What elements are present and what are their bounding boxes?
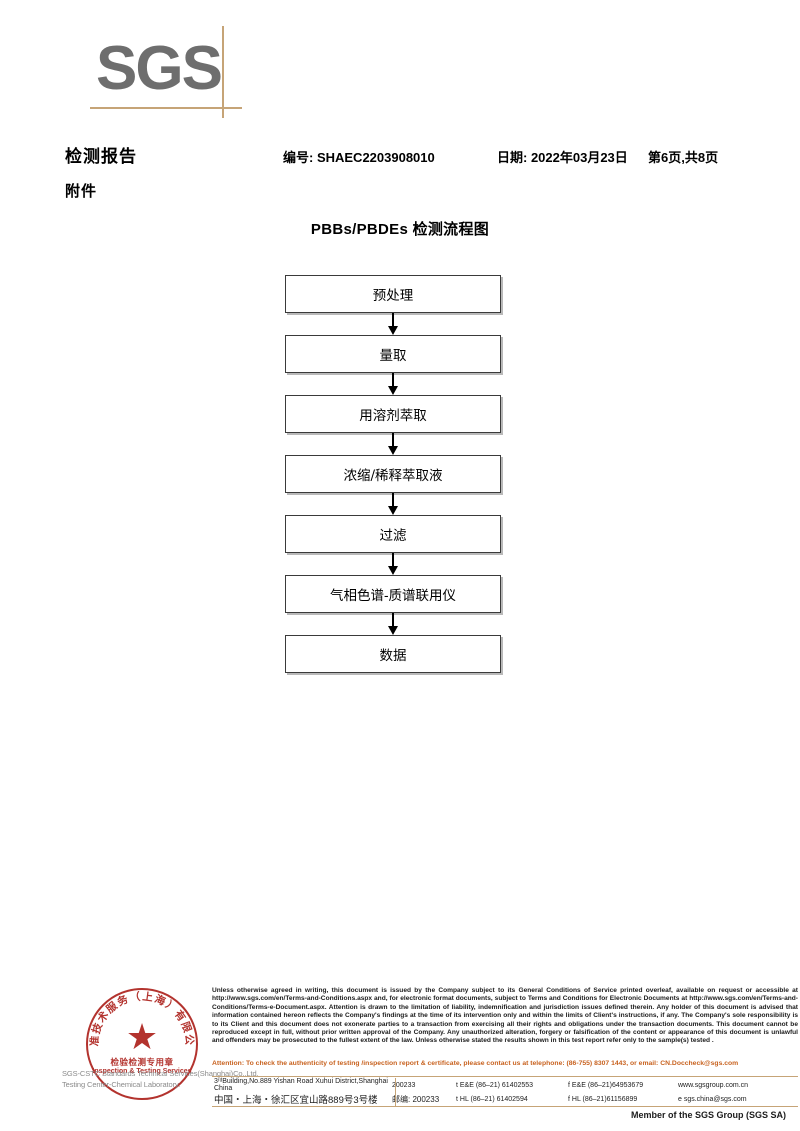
flow-step-data: 数据 xyxy=(285,635,501,673)
footer-website: www.sgsgroup.com.cn xyxy=(678,1081,749,1089)
footer-fax-ee: f E&E (86–21)64953679 xyxy=(568,1081,644,1089)
footer-attention: Attention: To check the authenticity of … xyxy=(212,1060,739,1067)
footer-divider-bottom xyxy=(212,1106,798,1107)
flow-step-concentrate-dilute: 浓缩/稀释萃取液 xyxy=(285,455,501,493)
seal-star-icon: ★ xyxy=(125,1016,159,1057)
footer-zip-en: 200233 xyxy=(392,1081,416,1089)
flow-step-filter: 过滤 xyxy=(285,515,501,553)
flow-arrow-6 xyxy=(285,613,501,635)
flow-step-gcms: 气相色谱-质谱联用仪 xyxy=(285,575,501,613)
footer-address-cn: 中国・上海・徐汇区宜山路889号3号楼 xyxy=(214,1095,378,1106)
footer-terms: Unless otherwise agreed in writing, this… xyxy=(212,987,798,1045)
flow-arrow-3 xyxy=(285,433,501,455)
seal-ring-text: 标准技术服务（上海）有限公司 xyxy=(86,988,194,1047)
footer-fax-hl: f HL (86–21)61156899 xyxy=(568,1095,638,1103)
footer-address-row-cn: 中国・上海・徐汇区宜山路889号3号楼 邮编: 200233 t HL (86–… xyxy=(214,1092,800,1107)
flow-arrow-4 xyxy=(285,493,501,515)
flow-arrow-1 xyxy=(285,313,501,335)
flow-step-pretreatment: 预处理 xyxy=(285,275,501,313)
footer-divider-top xyxy=(212,1076,798,1077)
footer-zip-cn: 邮编: 200233 xyxy=(392,1094,440,1104)
footer-tel-hl: t HL (86–21) 61402594 xyxy=(456,1095,528,1103)
page-title: 检测报告 xyxy=(65,147,137,166)
footer-email: e sgs.china@sgs.com xyxy=(678,1095,747,1103)
logo-horizontal-rule xyxy=(90,107,242,109)
flowchart-title: PBBs/PBDEs 检测流程图 xyxy=(310,221,490,238)
attachment-label: 附件 xyxy=(65,183,98,200)
footer-address-row-en: 3ʳᵈBuilding,No.889 Yishan Road Xuhui Dis… xyxy=(214,1078,800,1092)
report-number: 编号: SHAEC2203908010 xyxy=(283,150,435,165)
flow-arrow-2 xyxy=(285,373,501,395)
sgs-logo: SGS xyxy=(90,26,246,118)
footer-member-line: Member of the SGS Group (SGS SA) xyxy=(630,1110,786,1120)
report-date: 日期: 2022年03月23日 xyxy=(497,150,628,165)
seal-ring xyxy=(86,988,198,1100)
flow-step-solvent-extraction: 用溶剂萃取 xyxy=(285,395,501,433)
footer-vertical-rule xyxy=(395,1078,396,1107)
footer-address-en: 3ʳᵈBuilding,No.889 Yishan Road Xuhui Dis… xyxy=(214,1078,388,1092)
logo-vertical-rule xyxy=(222,26,224,118)
seal-center-en: Inspection & Testing Services xyxy=(92,1068,192,1075)
company-seal: 标准技术服务（上海）有限公司 ★ 检验检测专用章 Inspection & Te… xyxy=(86,988,198,1100)
footer-tel-ee: t E&E (86–21) 61402553 xyxy=(456,1081,534,1089)
page-indicator: 第6页,共8页 xyxy=(648,150,719,165)
flow-step-measure: 量取 xyxy=(285,335,501,373)
flow-arrow-5 xyxy=(285,553,501,575)
seal-center-cn: 检验检测专用章 xyxy=(110,1057,174,1067)
seal-signature-text: SGS-CSTC Standards Technical Services(Sh… xyxy=(62,1069,259,1089)
flowchart: 预处理 量取 用溶剂萃取 浓缩/稀释萃取液 过滤 气相色谱-质谱联用仪 数据 xyxy=(285,275,503,673)
logo-wordmark: SGS xyxy=(96,34,223,103)
footer-address-block: 3ʳᵈBuilding,No.889 Yishan Road Xuhui Dis… xyxy=(214,1078,800,1106)
